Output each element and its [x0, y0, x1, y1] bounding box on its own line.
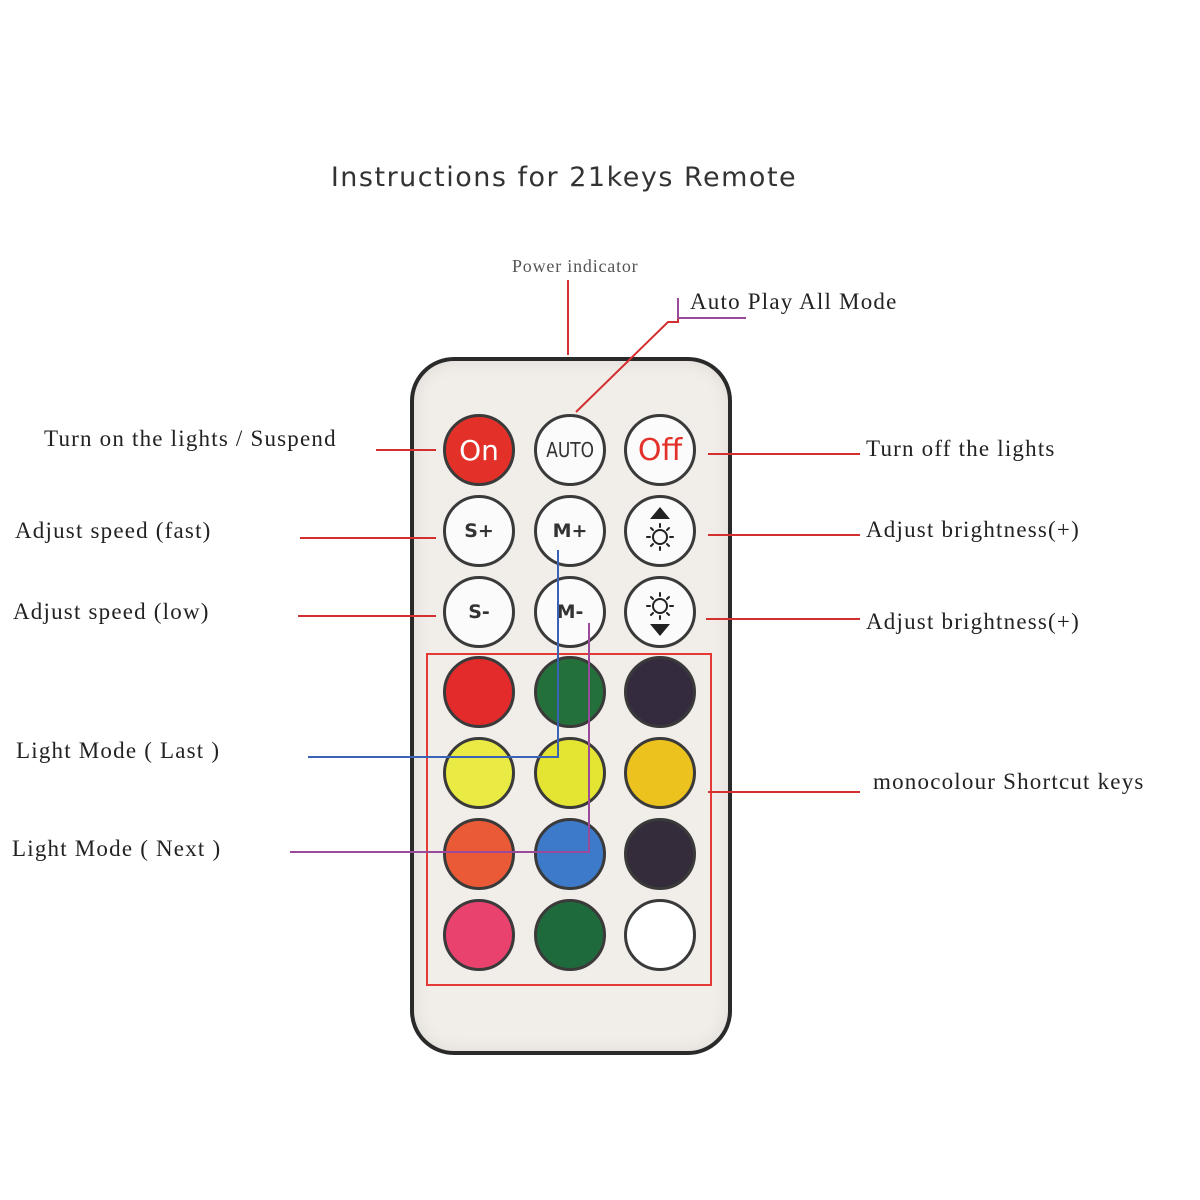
color-swatch-3[interactable] — [624, 656, 696, 728]
color-swatch-11[interactable] — [534, 899, 606, 971]
blue-callout-line — [308, 550, 559, 758]
color-swatch-7[interactable] — [443, 818, 515, 890]
off-button-label: Off — [637, 432, 683, 468]
sun-down-icon — [646, 592, 674, 636]
sun-up-icon — [646, 507, 674, 551]
brightness-up-button[interactable] — [624, 495, 696, 567]
label-brightness-up: Adjust brightness(+) — [866, 517, 1080, 542]
label-auto-play: Auto Play All Mode — [690, 289, 898, 314]
on-button[interactable]: On — [443, 414, 515, 486]
auto-button[interactable]: AUTO — [534, 414, 606, 486]
label-turn-off: Turn off the lights — [866, 436, 1056, 461]
mode-up-button[interactable]: M+ — [534, 495, 606, 567]
purple-callout-line — [290, 623, 590, 853]
color-swatch-2[interactable] — [534, 656, 606, 728]
auto-button-label: AUTO — [546, 438, 594, 462]
label-speed-low: Adjust speed (low) — [13, 599, 210, 624]
label-mode-last: Light Mode ( Last ) — [16, 738, 221, 763]
shortcut-keys-outline — [426, 653, 712, 986]
on-button-label: On — [459, 433, 499, 467]
color-swatch-10[interactable] — [443, 899, 515, 971]
mode-down-label: M- — [556, 601, 584, 623]
label-shortcut-keys: monocolour Shortcut keys — [873, 769, 1145, 794]
mode-up-label: M+ — [552, 520, 588, 542]
speed-down-button[interactable]: S- — [443, 576, 515, 648]
color-swatch-6[interactable] — [624, 737, 696, 809]
color-swatch-4[interactable] — [443, 737, 515, 809]
label-mode-next: Light Mode ( Next ) — [12, 836, 222, 861]
speed-up-label: S+ — [464, 520, 494, 542]
color-swatch-1[interactable] — [443, 656, 515, 728]
color-swatch-9[interactable] — [624, 818, 696, 890]
color-swatch-5[interactable] — [534, 737, 606, 809]
mode-down-button[interactable]: M- — [534, 576, 606, 648]
color-swatch-8[interactable] — [534, 818, 606, 890]
purple-auto-marker — [677, 298, 746, 319]
color-swatch-12[interactable] — [624, 899, 696, 971]
label-turn-on: Turn on the lights / Suspend — [44, 426, 337, 451]
label-speed-fast: Adjust speed (fast) — [15, 518, 212, 543]
speed-up-button[interactable]: S+ — [443, 495, 515, 567]
page-title: Instructions for 21keys Remote — [330, 162, 798, 193]
label-brightness-down: Adjust brightness(+) — [866, 609, 1080, 634]
label-power-indicator: Power indicator — [512, 256, 639, 276]
off-button[interactable]: Off — [624, 414, 696, 486]
brightness-down-button[interactable] — [624, 576, 696, 648]
speed-down-label: S- — [468, 601, 490, 623]
red-callout-lines — [298, 280, 860, 793]
